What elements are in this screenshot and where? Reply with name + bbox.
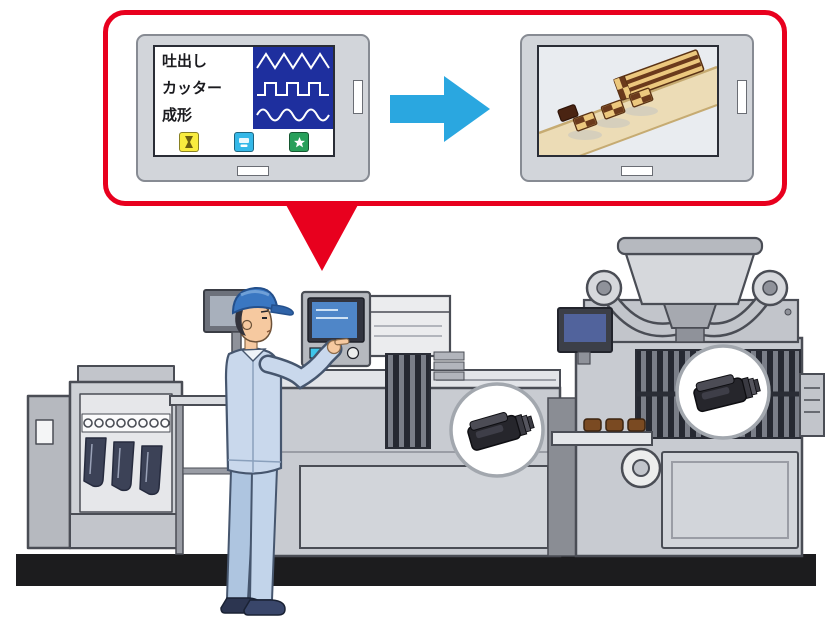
- operator-collar: [240, 348, 267, 362]
- mixer-monitor: [557, 307, 613, 365]
- panel-screen: [312, 302, 357, 338]
- machine-hmi-panel: [300, 290, 372, 368]
- callout-pointer-icon: [285, 203, 359, 271]
- display-icon: [233, 132, 254, 152]
- waveform-square-icon: [257, 81, 329, 96]
- screen-toolbar: [155, 129, 333, 155]
- panel-knob: [346, 346, 360, 360]
- left-sheeter-machine: [26, 365, 184, 550]
- cap-brim: [270, 304, 294, 316]
- operator-front-leg: [248, 466, 279, 601]
- star-save-icon: [289, 132, 310, 152]
- screen-label-cutter: カッター: [162, 79, 223, 97]
- hmi-device-product: [520, 34, 754, 182]
- operator-hair: [235, 310, 246, 336]
- hmi-callout-box: 吐出し カッター 成形: [103, 10, 787, 206]
- dough-sheets: [83, 437, 163, 496]
- device-bottom-slot: [621, 166, 653, 176]
- factory-floor: [16, 554, 816, 586]
- screen-label-discharge: 吐出し: [162, 52, 208, 70]
- conveyor-products: [583, 418, 646, 432]
- arrow-right-icon: [390, 76, 490, 142]
- device-side-slot: [353, 80, 363, 114]
- hmi-device-monitor: 吐出し カッター 成形: [136, 34, 370, 182]
- waveform-panel: [251, 47, 333, 129]
- waveform-zigzag-icon: [256, 51, 330, 70]
- machine-grille: [385, 353, 431, 449]
- operator-arm: [261, 342, 340, 387]
- sensor-camera-detail-right: [675, 344, 771, 440]
- hmi-monitor-screen: 吐出し カッター 成形: [153, 45, 335, 157]
- device-bottom-slot: [237, 166, 269, 176]
- hopper: [624, 252, 756, 306]
- product-image: [539, 47, 717, 155]
- confection-dark-piece: [557, 104, 579, 122]
- hourglass-icon: [178, 132, 199, 152]
- sensor-camera-detail-left: [449, 382, 545, 478]
- waveform-sine-icon: [256, 108, 330, 122]
- device-side-slot: [737, 80, 747, 114]
- out-conveyor: [551, 431, 653, 446]
- operator: [220, 286, 350, 616]
- pointing-finger: [334, 338, 350, 346]
- hmi-product-screen: [537, 45, 719, 157]
- screen-label-forming: 成形: [162, 106, 193, 124]
- screen-menu: 吐出し カッター 成形: [155, 47, 251, 129]
- operator-shoe: [243, 599, 286, 616]
- roller-chain: [83, 418, 170, 428]
